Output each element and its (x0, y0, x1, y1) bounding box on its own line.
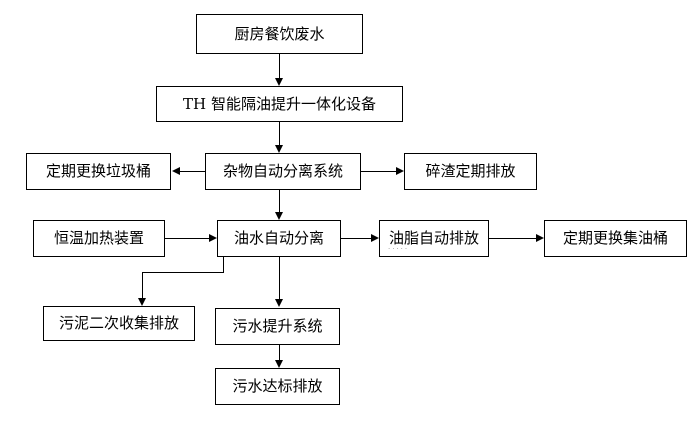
node-label: 油水自动分离 (233, 229, 324, 247)
node-label-lead: TH (182, 94, 207, 113)
node-label: 厨房餐饮废水 (234, 24, 325, 43)
node-label: 污水达标排放 (232, 377, 323, 395)
node-sewage-compliant-discharge[interactable]: 污水达标排放 (215, 368, 340, 405)
node-label: 污水提升系统 (232, 317, 323, 335)
edge-oilwater-to-sludge-line (142, 272, 143, 299)
node-oil-water-auto-separation[interactable]: 油水自动分离 (217, 220, 341, 257)
edge-kitchen-to-equipment-line (279, 54, 280, 79)
edge-heating-to-oilwater-line (165, 238, 209, 239)
node-subtext: ····· (388, 245, 410, 253)
edge-debris-to-trashbin-line (180, 171, 205, 172)
edge-kitchen-to-equipment-arrow (275, 78, 283, 86)
node-constant-temp-heating-device[interactable]: 恒温加热装置 (33, 220, 165, 257)
edge-grease-to-oilbarrel-line (489, 238, 536, 239)
edge-oilwater-to-grease-line (341, 238, 371, 239)
node-label: 智能隔油提升一体化设备 (211, 94, 377, 113)
edge-oilwater-to-sewagelift-arrow (275, 299, 283, 307)
edge-oilwater-to-sludge-arrow (138, 298, 146, 306)
node-label: 定期更换垃圾桶 (45, 162, 151, 180)
node-label: 污泥二次收集排放 (58, 314, 179, 332)
edge-debris-to-oilwater-arrow (275, 212, 283, 220)
edge-oilwater-to-sludge-horizontal (142, 272, 224, 273)
edge-debris-to-scrap-arrow (396, 167, 404, 175)
node-debris-auto-separation-system[interactable]: 杂物自动分离系统 (205, 153, 361, 190)
edge-oilwater-to-sludge-drop (223, 257, 224, 273)
node-sewage-lifting-system[interactable]: 污水提升系统 (215, 308, 340, 345)
edge-oilwater-to-sewagelift-line (279, 257, 280, 300)
node-label: 杂物自动分离系统 (222, 162, 343, 180)
node-label: 油脂自动排放 (388, 229, 479, 247)
edge-equipment-to-debris-arrow (275, 145, 283, 153)
edge-sewagelift-to-discharge-line (279, 345, 280, 361)
edge-debris-to-scrap-line (361, 171, 396, 172)
edge-debris-to-trashbin-arrow (172, 167, 180, 175)
edge-sewagelift-to-discharge-arrow (275, 360, 283, 368)
node-label: 定期更换集油桶 (562, 229, 668, 247)
edge-grease-to-oilbarrel-arrow (536, 234, 544, 242)
node-label: 碎渣定期排放 (425, 162, 516, 180)
node-sludge-secondary-collection-discharge[interactable]: 污泥二次收集排放 (43, 306, 195, 341)
node-kitchen-wastewater[interactable]: 厨房餐饮废水 (196, 14, 363, 54)
edge-heating-to-oilwater-arrow (209, 234, 217, 242)
edge-debris-to-oilwater-line (279, 190, 280, 213)
edge-oilwater-to-grease-arrow (371, 234, 379, 242)
node-grease-auto-discharge[interactable]: 油脂自动排放 ····· (379, 220, 489, 257)
node-label: 恒温加热装置 (53, 229, 144, 247)
edge-equipment-to-debris-line (279, 122, 280, 146)
node-scrap-periodic-discharge[interactable]: 碎渣定期排放 (404, 153, 537, 190)
node-replace-oil-collection-barrel[interactable]: 定期更换集油桶 (544, 220, 687, 257)
node-replace-trash-bin[interactable]: 定期更换垃圾桶 (26, 153, 171, 190)
